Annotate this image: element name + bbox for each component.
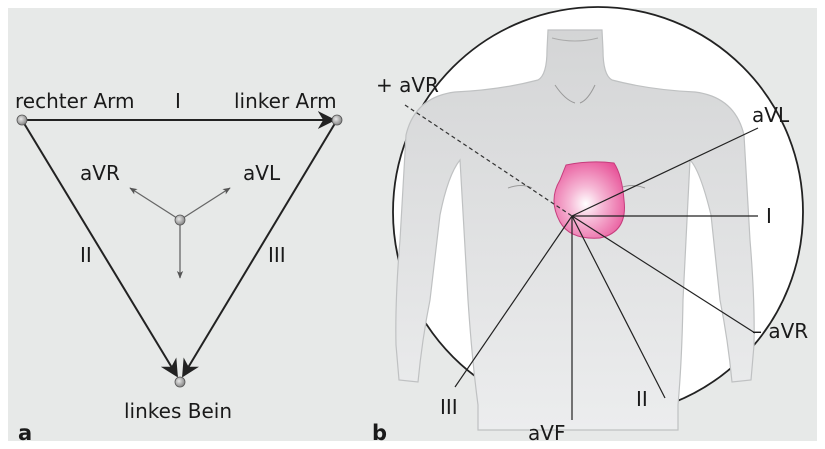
label-b-II: II — [636, 387, 648, 411]
label-lead-II: II — [80, 243, 92, 267]
label-lead-III: III — [268, 243, 286, 267]
electrode-left-arm-dot — [332, 115, 342, 125]
label-plus-aVR: + aVR — [376, 73, 439, 97]
panel-letter-a: a — [18, 421, 32, 445]
label-b-III: III — [440, 395, 458, 419]
label-aVL: aVL — [243, 161, 281, 185]
label-lead-I: I — [175, 89, 181, 113]
label-linkes-bein: linkes Bein — [124, 399, 232, 423]
electrode-left-leg-dot — [175, 377, 185, 387]
label-b-I: I — [766, 204, 772, 228]
label-aVR: aVR — [80, 161, 120, 185]
label-linker-arm: linker Arm — [234, 89, 337, 113]
electrode-right-arm-dot — [17, 115, 27, 125]
label-b-aVL: aVL — [752, 103, 790, 127]
panel-letter-b: b — [372, 421, 387, 445]
center-dot — [175, 215, 185, 225]
label-minus-aVR: – aVR — [752, 319, 808, 343]
label-aVF: aVF — [528, 421, 565, 445]
label-rechter-arm: rechter Arm — [15, 89, 135, 113]
